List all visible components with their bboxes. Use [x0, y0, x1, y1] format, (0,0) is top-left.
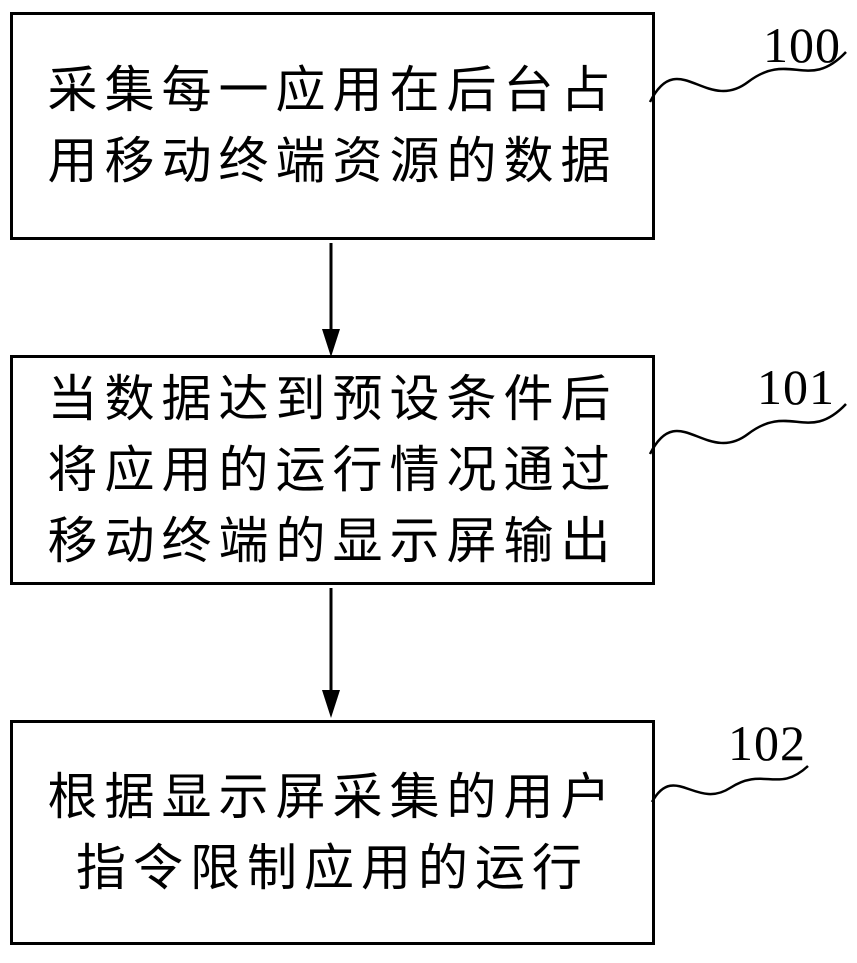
step-100-reference-number: 100	[763, 17, 841, 73]
step-102-text-line-2: 指令限制应用的运行	[76, 839, 589, 896]
arrow-step100-to-step101	[322, 243, 340, 357]
arrow-step101-to-step102	[322, 588, 340, 718]
step-101-text-line-1: 当数据达到预设条件后	[47, 370, 618, 427]
step-101-reference-number: 101	[757, 359, 835, 415]
step-102-text-line-1: 根据显示屏采集的用户	[47, 768, 618, 825]
step-100-text-line-2: 用移动终端资源的数据	[47, 133, 618, 189]
step-101-text-line-3: 移动终端的显示屏输出	[47, 512, 618, 569]
step-100-text-line-1: 采集每一应用在后台占	[47, 62, 618, 118]
step-101-text-line-2: 将应用的运行情况通过	[47, 441, 618, 498]
flowchart-step-102-box: 根据显示屏采集的用户 指令限制应用的运行	[10, 720, 655, 945]
step-101-leader-line	[648, 403, 847, 455]
step-100-leader-line	[648, 51, 847, 103]
flowchart-step-101-box: 当数据达到预设条件后 将应用的运行情况通过 移动终端的显示屏输出	[10, 355, 655, 585]
flowchart-step-100-box: 采集每一应用在后台占 用移动终端资源的数据	[10, 12, 655, 240]
step-102-leader-line	[650, 765, 809, 803]
step-102-reference-number: 102	[728, 715, 806, 771]
